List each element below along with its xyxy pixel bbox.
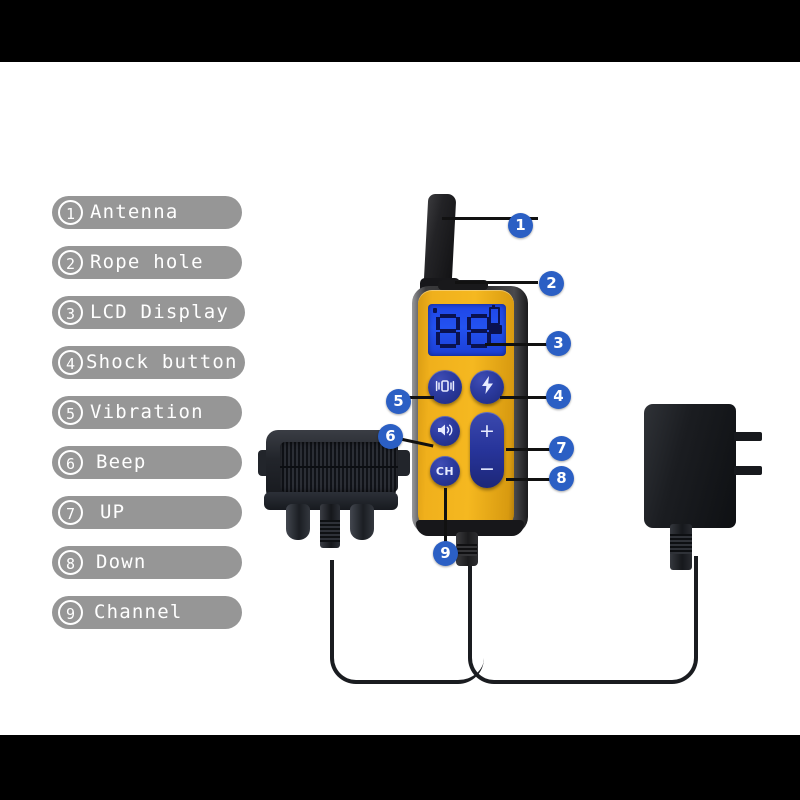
battery-icon	[489, 305, 500, 325]
rope-hole	[438, 280, 488, 290]
legend-pill	[52, 246, 242, 279]
lcd-digits	[436, 314, 491, 348]
legend-number: 3	[58, 300, 83, 325]
legend-number: 1	[58, 200, 83, 225]
legend-number: 5	[58, 400, 83, 425]
lcd-display	[428, 304, 506, 356]
legend-label: LCD Display	[90, 301, 230, 323]
leader-line-vibration	[408, 396, 434, 399]
callout-badge-shock: 4	[546, 384, 571, 409]
vibration-icon	[435, 378, 455, 397]
callout-badge-channel: 9	[433, 541, 458, 566]
remote-bottom-trim	[416, 520, 524, 536]
callout-badge-rope-hole: 2	[539, 271, 564, 296]
legend-item-up: 7 UP	[52, 496, 262, 529]
indicator-dot-icon	[433, 308, 437, 313]
contact-prong	[350, 504, 374, 540]
adapter-cord-jack	[670, 524, 692, 570]
adapter-body	[644, 404, 736, 528]
legend-item-antenna: 1 Antenna	[52, 196, 262, 229]
legend-label: Shock button	[86, 351, 238, 373]
legend-number: 6	[58, 450, 83, 475]
legend-label: Vibration	[90, 401, 204, 423]
lcd-digit	[467, 314, 491, 348]
shock-button[interactable]	[470, 370, 504, 404]
legend-number: 4	[58, 350, 83, 375]
beep-button[interactable]	[430, 416, 460, 446]
channel-button[interactable]: CH	[430, 456, 460, 486]
legend-label: Channel	[94, 601, 183, 623]
legend-label: UP	[100, 501, 126, 523]
legend-number: 2	[58, 250, 83, 275]
contact-prong	[286, 504, 310, 540]
legend-number: 9	[58, 600, 83, 625]
legend-pill	[52, 296, 245, 329]
legend-item-down: 8 Down	[52, 546, 262, 579]
letterbox-top	[0, 0, 800, 62]
legend-label: Rope hole	[90, 251, 204, 273]
leader-line-antenna	[442, 217, 538, 220]
signal-icon	[489, 325, 502, 334]
collar-strap-lug	[394, 450, 410, 476]
legend-pill	[52, 396, 242, 429]
power-adapter	[630, 398, 762, 578]
callout-badge-beep: 6	[378, 424, 403, 449]
leader-line-rope-hole	[455, 281, 538, 284]
legend-label: Antenna	[90, 201, 179, 223]
legend-item-lcd-display: 3 LCD Display	[52, 296, 262, 329]
plug-prong	[734, 466, 762, 475]
lcd-digit	[436, 314, 460, 348]
legend-number: 8	[58, 550, 83, 575]
legend-label: Beep	[96, 451, 147, 473]
callout-badge-vibration: 5	[386, 389, 411, 414]
legend-pill	[52, 496, 242, 529]
callout-badge-up: 7	[549, 436, 574, 461]
remote-charge-jack	[456, 532, 478, 566]
legend-item-vibration: 5 Vibration	[52, 396, 262, 429]
channel-button-label: CH	[435, 464, 455, 478]
leader-line-up	[506, 448, 550, 451]
cable-collar-to-adapter	[330, 560, 484, 684]
legend-item-channel: 9 Channel	[52, 596, 262, 629]
plug-prong	[734, 432, 762, 441]
callout-badge-lcd: 3	[546, 331, 571, 356]
callout-badge-down: 8	[549, 466, 574, 491]
legend-item-rope-hole: 2 Rope hole	[52, 246, 262, 279]
down-button-label[interactable]: −	[479, 458, 495, 480]
legend-pill	[52, 596, 242, 629]
leader-line-down	[506, 478, 550, 481]
legend-item-beep: 6 Beep	[52, 446, 262, 479]
legend-list: 1 Antenna 2 Rope hole 3 LCD Display 4 Sh…	[52, 196, 262, 646]
leader-line-lcd	[485, 343, 547, 346]
up-button-label[interactable]: +	[479, 420, 495, 442]
letterbox-bottom	[0, 735, 800, 800]
antenna	[423, 194, 457, 286]
legend-item-shock-button: 4 Shock button	[52, 346, 262, 379]
legend-pill	[52, 546, 242, 579]
collar-charge-jack	[320, 504, 340, 548]
legend-label: Down	[96, 551, 147, 573]
remote-transmitter: CH + −	[408, 194, 532, 566]
legend-pill	[52, 446, 242, 479]
leader-line-channel	[444, 488, 447, 546]
legend-pill	[52, 346, 245, 379]
lightning-bolt-icon	[481, 376, 494, 398]
legend-number: 7	[58, 500, 83, 525]
callout-badge-antenna: 1	[508, 213, 533, 238]
collar-body	[266, 430, 398, 502]
solar-panel-icon	[280, 442, 398, 492]
up-down-rocker[interactable]: + −	[470, 412, 504, 488]
collar-receiver	[258, 424, 410, 554]
leader-line-shock	[500, 396, 547, 399]
speaker-icon	[436, 422, 454, 441]
legend-pill	[52, 196, 242, 229]
cable-remote-to-adapter	[468, 556, 698, 684]
